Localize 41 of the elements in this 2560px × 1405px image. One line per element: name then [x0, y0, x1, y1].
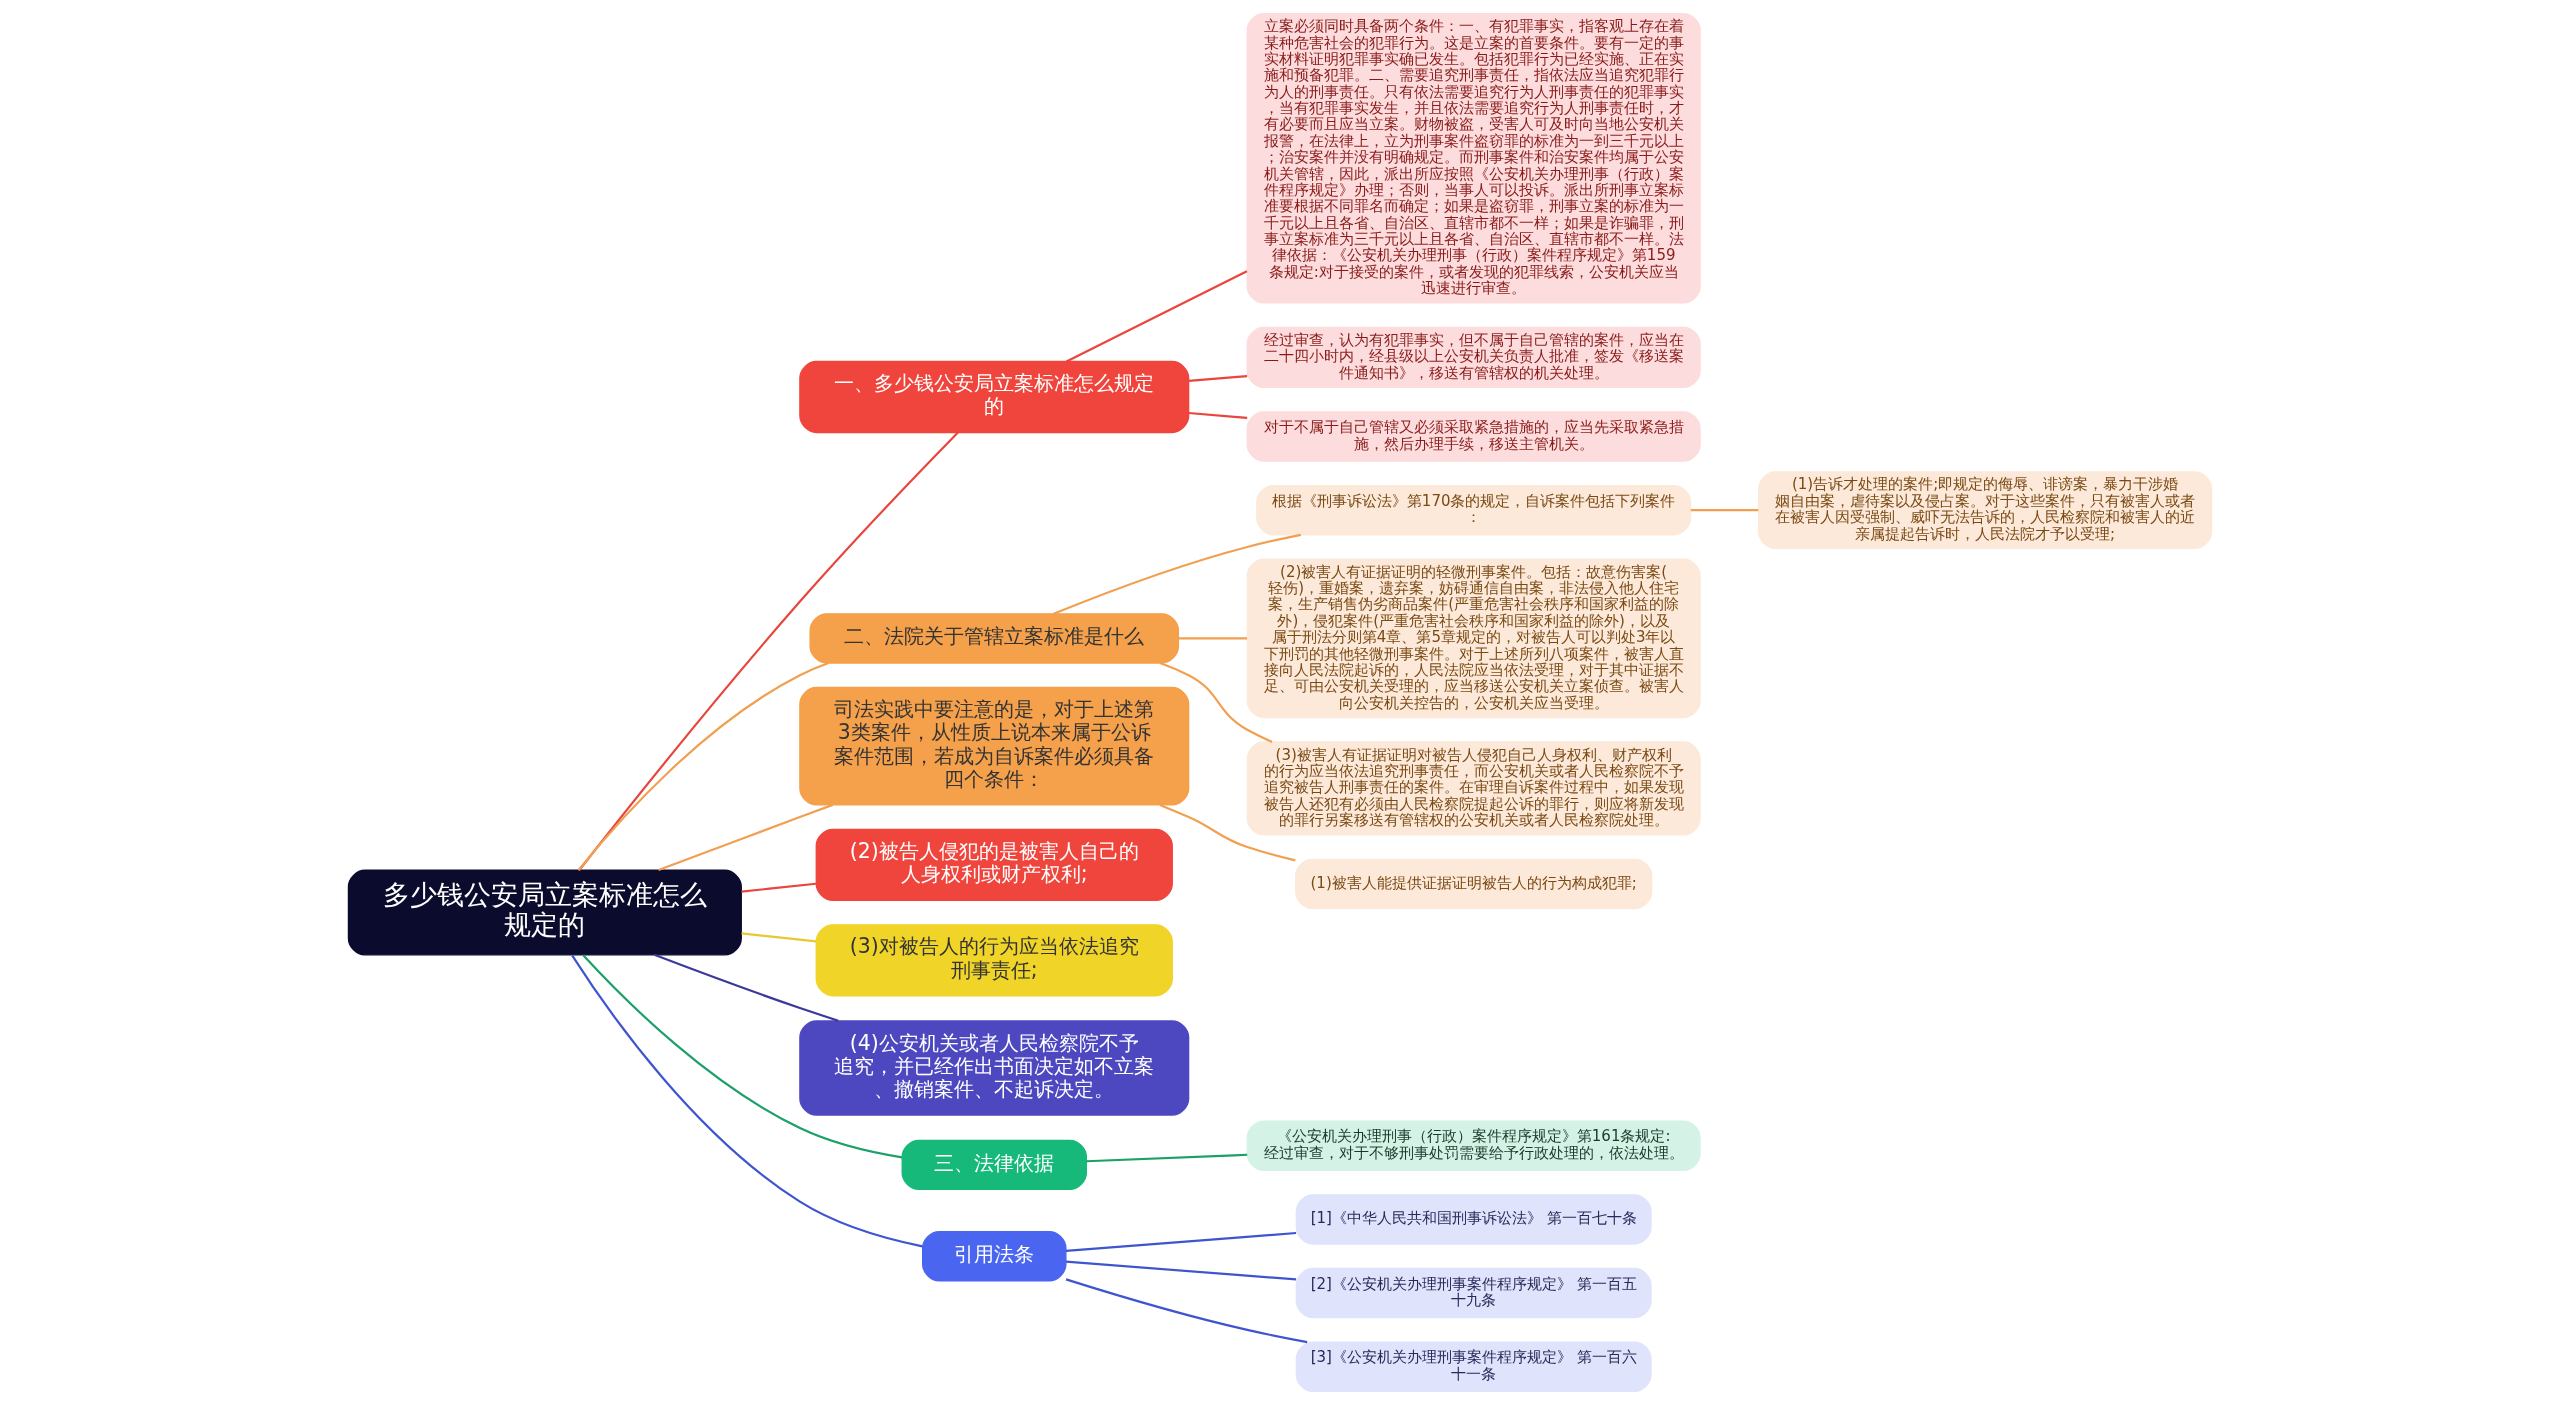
- node-box: (2)被告人侵犯的是被害人自己的人身权利或财产权利;: [815, 828, 1173, 901]
- node-box: 对于不属于自己管辖又必须采取紧急措施的，应当先采取紧急措施，然后办理手续，移送主管机关。: [1246, 411, 1701, 462]
- connector: [577, 661, 829, 871]
- connector: [1066, 270, 1248, 363]
- node-box: 一、多少钱公安局立案标准怎么规定的: [799, 360, 1190, 434]
- node-box: 三、法律依据: [901, 1139, 1087, 1191]
- node-box: [3]《公安机关办理刑事案件程序规定》 第一百六十一条: [1295, 1341, 1652, 1392]
- connector: [578, 431, 959, 871]
- node-box: 多少钱公安局立案标准怎么规定的: [347, 869, 742, 956]
- node-box: 立案必须同时具备两个条件：一、有犯罪事实，指客观上存在着某种危害社会的犯罪行为。这是立案的首要条件。要有一定的事实材料证明犯罪事实确已发生。包括犯罪行为已经实施、正在实施和预备犯罪。二、需要追究刑事责任，指依法应当追究犯罪行为人的刑事责任。只有依法需要追究行为人刑事责任的犯罪事实，当有犯罪事实发生，并且依法需要追究行为人刑事责任时，才有必要而且应当立案。财物被盗，受害人可及时向当地公安机关报警，在法律上，立为刑事案件盗窃罪的标准为一到三千元以上；治安案件并没有明确规定。而刑事案件和治安案件均属于公安机关管辖，因此，派出所应按照《公安机关办理刑事（行政）案件程序规定》办理；否则，当事人可以投诉。派出所刑事立案标准要根据不同罪名而确定；如果是盗窃罪，刑事立案的标准为一千元以上且各省、自治区、直辖市都不一样；如果是诈骗罪，刑事立案标准为三千元以上且各省、自治区、直辖市都不一样。法律依据：《公安机关办理刑事（行政）案件程序规定》第159条规定:对于接受的案件，或者发现的犯罪线索，公安机关应当迅速进行审查。: [1246, 13, 1701, 304]
- node-box: 引用法条: [922, 1231, 1067, 1282]
- node-box: (2)被害人有证据证明的轻微刑事案件。包括：故意伤害案(轻伤)，重婚案，遗弃案，妨碍通信自由案，非法侵入他人住宅案，生产销售伪劣商品案件(严重危害社会秩序和国家利益的除外)，侵犯案件(严重危害社会秩序和国家利益的除外)，以及属于刑法分则第4章、第5章规定的，对被告人可以判处3年以下刑罚的其他轻微刑事案件。对于上述所列八项案件，被害人直接向人民法院起诉的，人民法院应当依法受理，对于其中证据不足、可由公安机关受理的，应当移送公安机关立案侦查。被害人向公安机关控告的，公安机关应当受理。: [1246, 558, 1701, 719]
- connector: [1065, 1260, 1297, 1281]
- node-box: 经过审查，认为有犯罪事实，但不属于自己管辖的案件，应当在二十四小时内，经县级以上公安机关负责人批准，签发《移送案件通知书》，移送有管辖权的机关处理。: [1246, 326, 1701, 389]
- connector: [1053, 533, 1302, 615]
- connector: [1065, 1231, 1297, 1252]
- node-box: (1)告诉才处理的案件;即规定的侮辱、诽谤案，暴力干涉婚姻自由案，虐待案以及侵占案。对于这些案件，只有被害人或者在被害人因受强制、威吓无法告诉的，人民检察院和被害人的近亲属提起告诉时，人民法院才予以受理;: [1758, 471, 2213, 550]
- connector: [658, 803, 834, 872]
- connector: [1086, 1153, 1248, 1163]
- connector: [1159, 803, 1296, 862]
- node-box: (1)被害人能提供证据证明被告人的行为构成犯罪;: [1295, 858, 1653, 910]
- node-box: (4)公安机关或者人民检察院不予追究，并已经作出书面决定如不立案、撤销案件、不起诉决定。: [799, 1020, 1190, 1116]
- connector: [1065, 1278, 1308, 1344]
- connector: [571, 954, 923, 1248]
- connector: [741, 932, 817, 943]
- node-box: 《公安机关办理刑事（行政）案件程序规定》第161条规定:经过审查，对于不够刑事处罚需要给予行政处理的，依法处理。: [1246, 1120, 1701, 1171]
- connector: [653, 953, 839, 1022]
- connector: [1188, 411, 1248, 419]
- connector: [582, 954, 903, 1159]
- node-box: (3)对被告人的行为应当依法追究刑事责任;: [815, 924, 1173, 997]
- connector: [1188, 375, 1248, 383]
- node-box: [2]《公安机关办理刑事案件程序规定》 第一百五十九条: [1295, 1267, 1652, 1319]
- connector: [1690, 509, 1759, 512]
- node-box: [1]《中华人民共和国刑事诉讼法》 第一百七十条: [1295, 1194, 1652, 1245]
- node-box: (3)被害人有证据证明对被告人侵犯自己人身权利、财产权利的行为应当依法追究刑事责任，而公安机关或者人民检察院不予追究被告人刑事责任的案件。在审理自诉案件过程中，如果发现被告人还犯有必须由人民检察院提起公诉的罪行，则应将新发现的罪行另案移送有管辖权的公安机关或者人民检察院处理。: [1246, 741, 1701, 836]
- connector: [741, 882, 817, 893]
- node-box: 司法实践中要注意的是，对于上述第3类案件，从性质上说本来属于公诉案件范围，若成为自诉案件必须具备四个条件：: [799, 686, 1190, 806]
- node-box: 根据《刑事诉讼法》第170条的规定，自诉案件包括下列案件：: [1256, 484, 1692, 536]
- connector: [1159, 662, 1273, 743]
- connector: [1178, 637, 1248, 640]
- node-box: 二、法院关于管辖立案标准是什么: [809, 613, 1180, 664]
